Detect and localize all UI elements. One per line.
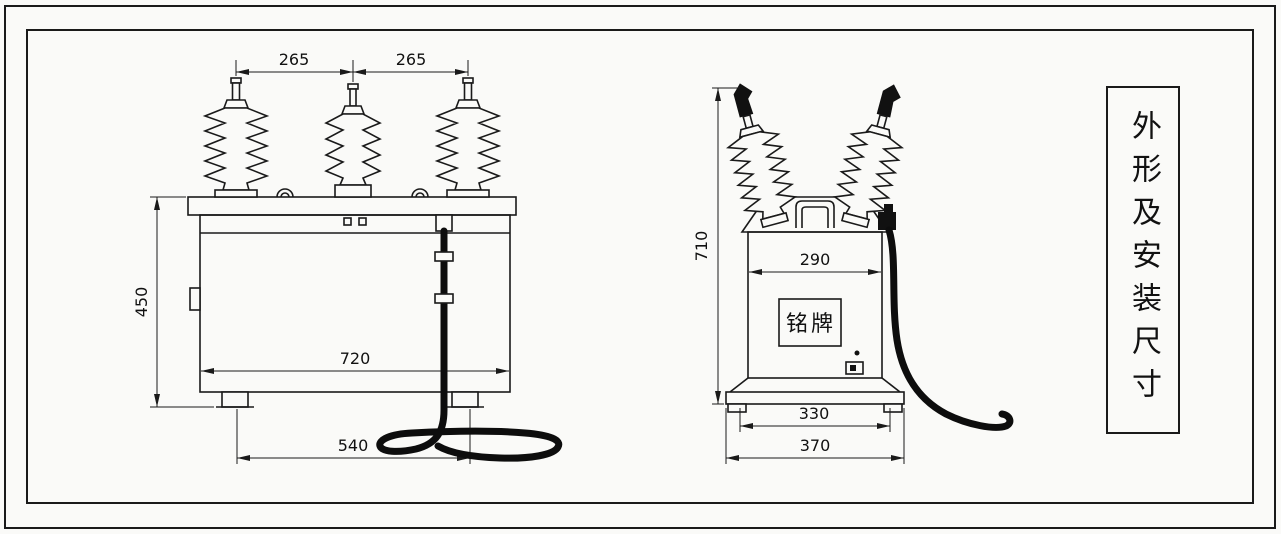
front-control-cable bbox=[376, 214, 563, 462]
side-view: 铭牌 710 290 330 bbox=[692, 83, 1014, 464]
cover-handle-inner bbox=[801, 206, 829, 228]
side-dim-mounting: 330 bbox=[739, 404, 891, 432]
side-latch bbox=[189, 287, 201, 311]
terminal-block-mark bbox=[850, 365, 856, 371]
terminal-clamp bbox=[733, 83, 754, 118]
mounting-feet bbox=[216, 391, 484, 408]
outer-border bbox=[4, 5, 1276, 529]
front-dim-width: 720 bbox=[201, 349, 509, 374]
nameplate-box bbox=[778, 298, 842, 347]
lifting-lugs bbox=[276, 188, 429, 198]
side-control-cable bbox=[878, 204, 1014, 431]
cable-connector-stub bbox=[884, 204, 893, 213]
bushing-left bbox=[202, 77, 270, 198]
front-dim-450-label: 450 bbox=[132, 287, 151, 318]
drain-dot bbox=[854, 350, 860, 356]
front-view: 265 265 450 720 540 bbox=[132, 50, 563, 464]
side-dim-base: 370 bbox=[725, 408, 905, 464]
bushing-middle bbox=[324, 83, 382, 198]
side-bushing-right bbox=[832, 84, 905, 229]
terminal-clamp bbox=[876, 84, 901, 118]
plate-bolt bbox=[358, 217, 367, 226]
side-dim-height: 710 bbox=[692, 87, 740, 405]
nameplate-label: 铭牌 bbox=[786, 311, 836, 336]
top-plate bbox=[187, 196, 517, 216]
drawing-title: 外形及安装尺寸 bbox=[1127, 109, 1160, 411]
bushing-right bbox=[434, 77, 502, 198]
front-dim-top-spacing: 265 265 bbox=[235, 50, 469, 82]
cable-clamp bbox=[434, 293, 454, 304]
cable-connector bbox=[878, 212, 896, 230]
front-dim-720-label: 720 bbox=[340, 349, 371, 368]
front-dim-height: 450 bbox=[132, 196, 214, 408]
side-dim-370-label: 370 bbox=[800, 436, 831, 455]
front-dim-540-label: 540 bbox=[338, 436, 369, 455]
side-bushing-left bbox=[725, 83, 798, 229]
side-dim-width: 290 bbox=[749, 250, 881, 275]
front-dim-265-left-label: 265 bbox=[279, 50, 310, 69]
cover-handle bbox=[795, 200, 835, 228]
inner-border bbox=[26, 29, 1254, 504]
plate-bolt bbox=[343, 217, 352, 226]
front-dim-265-right-label: 265 bbox=[396, 50, 427, 69]
side-dim-710-label: 710 bbox=[692, 231, 711, 262]
side-dim-330-label: 330 bbox=[799, 404, 830, 423]
cable-clamp bbox=[434, 251, 454, 262]
side-dim-290-label: 290 bbox=[800, 250, 831, 269]
side-base bbox=[725, 377, 905, 413]
side-tank-body bbox=[747, 231, 883, 379]
drawing-title-box: 外形及安装尺寸 bbox=[1106, 86, 1180, 434]
